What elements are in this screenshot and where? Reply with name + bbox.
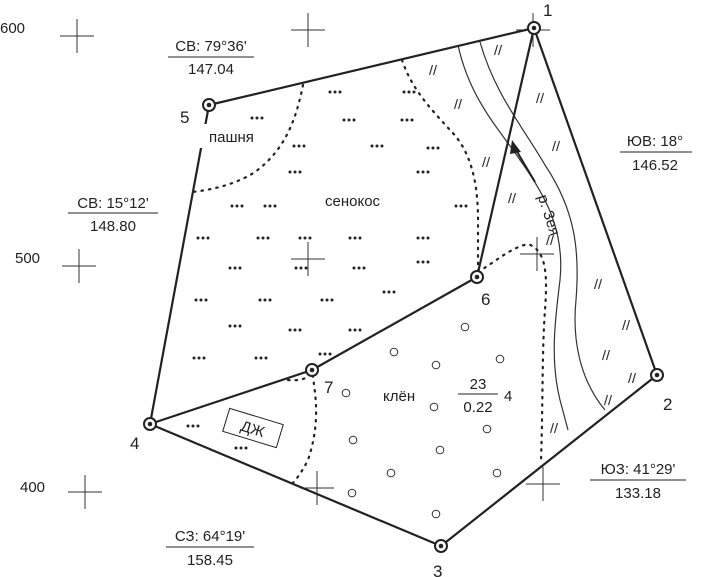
station-label-5: 5 (180, 108, 189, 127)
station-markers (143, 21, 664, 553)
forest-label: клён (383, 388, 415, 405)
river-flow-arrow (510, 140, 536, 183)
station-center-6 (474, 274, 480, 280)
bearing-text: СВ: 79°36' (175, 38, 247, 55)
grid-label-500: 500 (15, 250, 40, 267)
meadow-symbols (428, 44, 637, 434)
forest-numerator: 23 (470, 376, 487, 393)
station-center-1 (531, 25, 537, 31)
forest-symbols (341, 322, 505, 519)
bearing-1-2: ЮВ: 18° 146.52 (620, 133, 692, 174)
shrub-label: ДЖ (239, 418, 267, 441)
grid-label-600: 600 (0, 20, 25, 37)
forest-formula: 23 0.22 4 (458, 376, 512, 416)
bearing-text: СВ: 15°12' (77, 195, 149, 212)
forest-class: 4 (504, 388, 512, 405)
shrub-box: ДЖ (222, 407, 284, 449)
boundary-polygon (148, 26, 659, 548)
bearing-5-1: СВ: 79°36' 147.04 (168, 38, 254, 78)
river-banks (457, 41, 606, 431)
bearing-text: СЗ: 64°19' (175, 528, 245, 545)
landuse-boundaries (190, 58, 548, 488)
distance-text: 158.45 (187, 552, 233, 569)
station-center-7 (309, 367, 315, 373)
station-center-4 (147, 421, 153, 427)
hayfield-label: сенокос (325, 193, 381, 210)
river-name: р. Зея (534, 192, 563, 237)
hayfield-symbols (186, 90, 468, 450)
distance-text: 147.04 (188, 61, 234, 78)
river-label: р. Зея (534, 192, 563, 237)
station-center-2 (654, 372, 660, 378)
station-center-3 (438, 543, 444, 549)
grid-label-400: 400 (20, 479, 45, 496)
distance-text: 146.52 (632, 157, 678, 174)
station-label-6: 6 (481, 290, 490, 309)
station-label-4: 4 (130, 434, 139, 453)
bearing-text: ЮЗ: 41°29' (601, 461, 676, 478)
bearing-3-4: СЗ: 64°19' 158.45 (166, 528, 254, 569)
station-label-3: 3 (433, 562, 442, 577)
bearing-text: ЮВ: 18° (627, 133, 683, 150)
station-center-5 (206, 102, 212, 108)
station-label-7: 7 (324, 378, 333, 397)
station-label-1: 1 (543, 1, 552, 20)
bearing-4-5: СВ: 15°12' 148.80 (68, 195, 158, 235)
distance-text: 148.80 (90, 218, 136, 235)
distance-text: 133.18 (615, 485, 661, 502)
arable-label: пашня (209, 129, 254, 146)
grid-crosses (60, 13, 560, 509)
bearing-2-3: ЮЗ: 41°29' 133.18 (590, 461, 686, 502)
forest-denominator: 0.22 (463, 399, 492, 416)
station-label-2: 2 (663, 395, 672, 414)
